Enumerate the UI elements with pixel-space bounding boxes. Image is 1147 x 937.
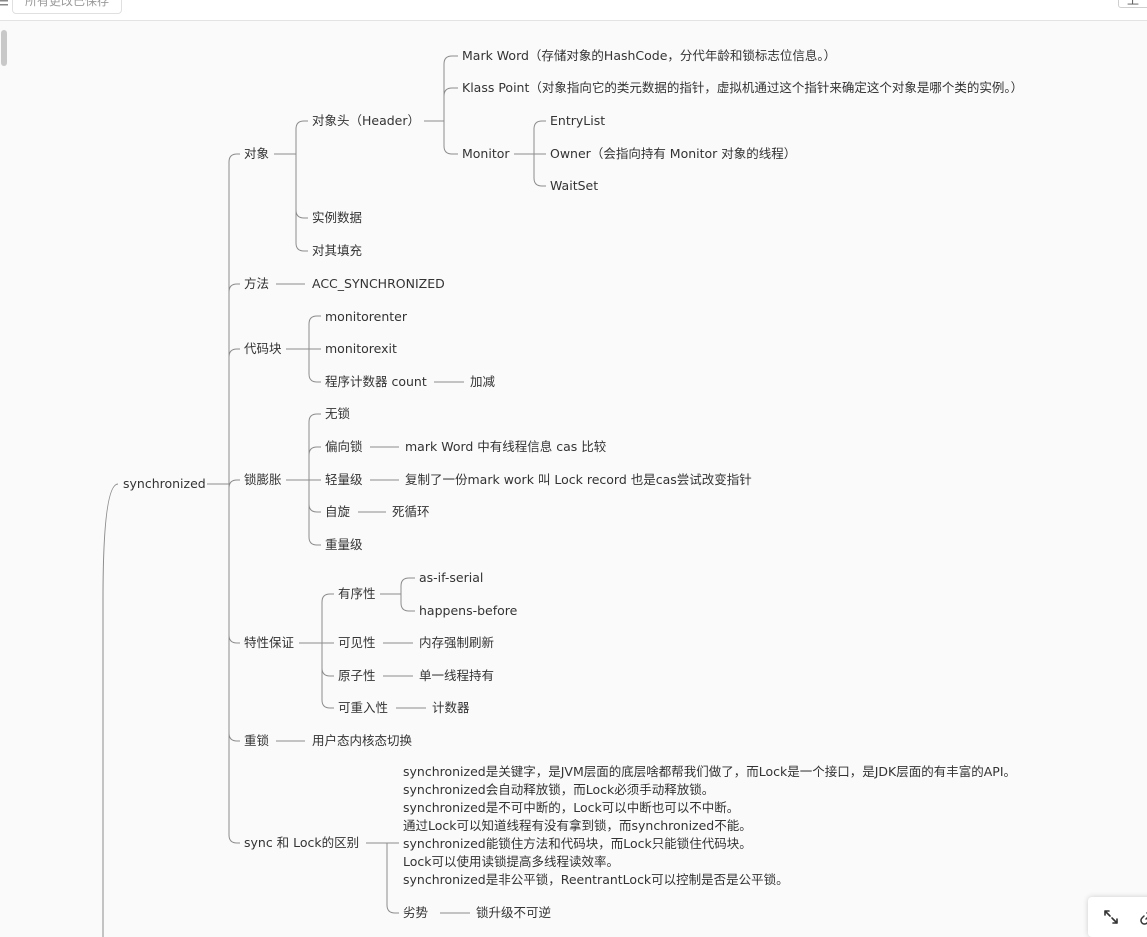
node-padding[interactable]: 对其填充: [312, 243, 363, 258]
node-heavy-lock[interactable]: 重锁: [244, 733, 270, 748]
node-klass-point[interactable]: Klass Point（对象指向它的类元数据的指针，虚拟机通过这个指针来确定这个…: [462, 80, 1024, 95]
node-biased-detail[interactable]: mark Word 中有线程信息 cas 比较: [405, 439, 607, 454]
connector-line: [228, 484, 240, 844]
connector-line: [443, 55, 458, 121]
comparison-line: 通过Lock可以知道线程有没有拿到锁，而synchronized不能。: [403, 818, 752, 833]
view-controls: [1088, 897, 1147, 937]
connector-line: [228, 283, 240, 484]
connector-line: [533, 120, 546, 154]
node-heavyweight[interactable]: 重量级: [325, 537, 363, 552]
node-disadvantage-detail[interactable]: 锁升级不可逆: [476, 905, 552, 920]
node-reentrant[interactable]: 可重入性: [338, 700, 389, 715]
node-entrylist[interactable]: EntryList: [550, 113, 606, 128]
connector-line: [400, 577, 415, 594]
save-status: 所有更改已保存: [12, 0, 123, 14]
node-method[interactable]: 方法: [244, 276, 270, 291]
connector-line: [102, 483, 119, 937]
connector-line: [533, 154, 546, 187]
node-counter-detail[interactable]: 加减: [470, 374, 496, 389]
node-ordering[interactable]: 有序性: [338, 586, 376, 601]
connector-line: [295, 154, 308, 252]
comparison-line: Lock可以使用读锁提高多线程读效率。: [403, 854, 620, 869]
node-biased-lock[interactable]: 偏向锁: [325, 439, 363, 454]
comparison-line: synchronized是非公平锁，ReentrantLock可以控制是否是公平…: [403, 872, 789, 887]
connector-line: [400, 594, 415, 612]
connector-line: [228, 153, 240, 484]
connector-line: [443, 121, 458, 155]
connector-line: [321, 593, 334, 643]
connector-line: [321, 643, 334, 709]
comparison-line: synchronized是不可中断的，Lock可以中断也可以不中断。: [403, 800, 740, 815]
toolbar-button[interactable]: 上: [1118, 0, 1147, 8]
comparison-line: synchronized是关键字，是JVM层面的底层啥都帮我们做了，而Lock是…: [403, 764, 1017, 779]
connector-line: [308, 349, 321, 383]
node-waitset[interactable]: WaitSet: [550, 178, 599, 193]
fit-screen-icon[interactable]: [1101, 907, 1121, 927]
node-monitorexit[interactable]: monitorexit: [325, 341, 397, 356]
node-object-header[interactable]: 对象头（Header）: [312, 113, 421, 128]
node-comparison-notes[interactable]: synchronized是关键字，是JVM层面的底层啥都帮我们做了，而Lock是…: [403, 763, 1016, 889]
menu-icon[interactable]: [0, 0, 10, 8]
node-monitorenter[interactable]: monitorenter: [325, 309, 407, 324]
node-mark-word[interactable]: Mark Word（存储对象的HashCode，分代年龄和锁标志位信息。）: [462, 48, 837, 63]
connector-line: [308, 446, 321, 480]
scrollbar-thumb[interactable]: [1, 30, 7, 66]
node-disadvantage[interactable]: 劣势: [403, 905, 429, 920]
node-sync-vs-lock[interactable]: sync 和 Lock的区别: [244, 835, 360, 850]
node-owner[interactable]: Owner（会指向持有 Monitor 对象的线程）: [550, 146, 797, 161]
comparison-line: synchronized会自动释放锁，而Lock必须手动释放锁。: [403, 782, 715, 797]
connector-line: [308, 480, 321, 546]
node-spin[interactable]: 自旋: [325, 504, 351, 519]
connector-line: [386, 843, 399, 914]
node-instance-data[interactable]: 实例数据: [312, 210, 363, 225]
node-visibility-detail[interactable]: 内存强制刷新: [419, 635, 495, 650]
node-spin-detail[interactable]: 死循环: [392, 504, 430, 519]
node-no-lock[interactable]: 无锁: [325, 406, 351, 421]
root-node[interactable]: synchronized: [123, 476, 206, 491]
node-reentrant-detail[interactable]: 计数器: [432, 700, 470, 715]
left-scrollbar[interactable]: [0, 24, 8, 744]
connector-line: [443, 87, 458, 121]
node-atomicity-detail[interactable]: 单一线程持有: [419, 668, 495, 683]
connector-line: [228, 348, 240, 484]
node-guarantees[interactable]: 特性保证: [244, 635, 295, 650]
node-lock-inflation[interactable]: 锁膨胀: [244, 472, 282, 487]
node-acc-synchronized[interactable]: ACC_SYNCHRONIZED: [312, 276, 445, 291]
connector-line: [308, 315, 321, 349]
node-lightweight-detail[interactable]: 复制了一份mark work 叫 Lock record 也是cas尝试改变指针: [405, 472, 752, 487]
link-icon[interactable]: [1138, 907, 1147, 927]
node-lightweight-lock[interactable]: 轻量级: [325, 472, 363, 487]
node-happens-before[interactable]: happens-before: [419, 603, 518, 618]
connector-line: [295, 120, 308, 154]
connector-line: [308, 413, 321, 480]
node-program-counter[interactable]: 程序计数器 count: [325, 374, 427, 389]
node-as-if-serial[interactable]: as-if-serial: [419, 570, 484, 585]
node-monitor[interactable]: Monitor: [462, 146, 510, 161]
comparison-line: synchronized能锁住方法和代码块，而Lock只能锁住代码块。: [403, 836, 752, 851]
node-code-block[interactable]: 代码块: [244, 341, 282, 356]
node-atomicity[interactable]: 原子性: [338, 668, 376, 683]
top-toolbar: 所有更改已保存 上: [0, 0, 1147, 21]
node-visibility[interactable]: 可见性: [338, 635, 376, 650]
node-heavy-lock-detail[interactable]: 用户态内核态切换: [312, 733, 413, 748]
node-object[interactable]: 对象: [244, 146, 270, 161]
